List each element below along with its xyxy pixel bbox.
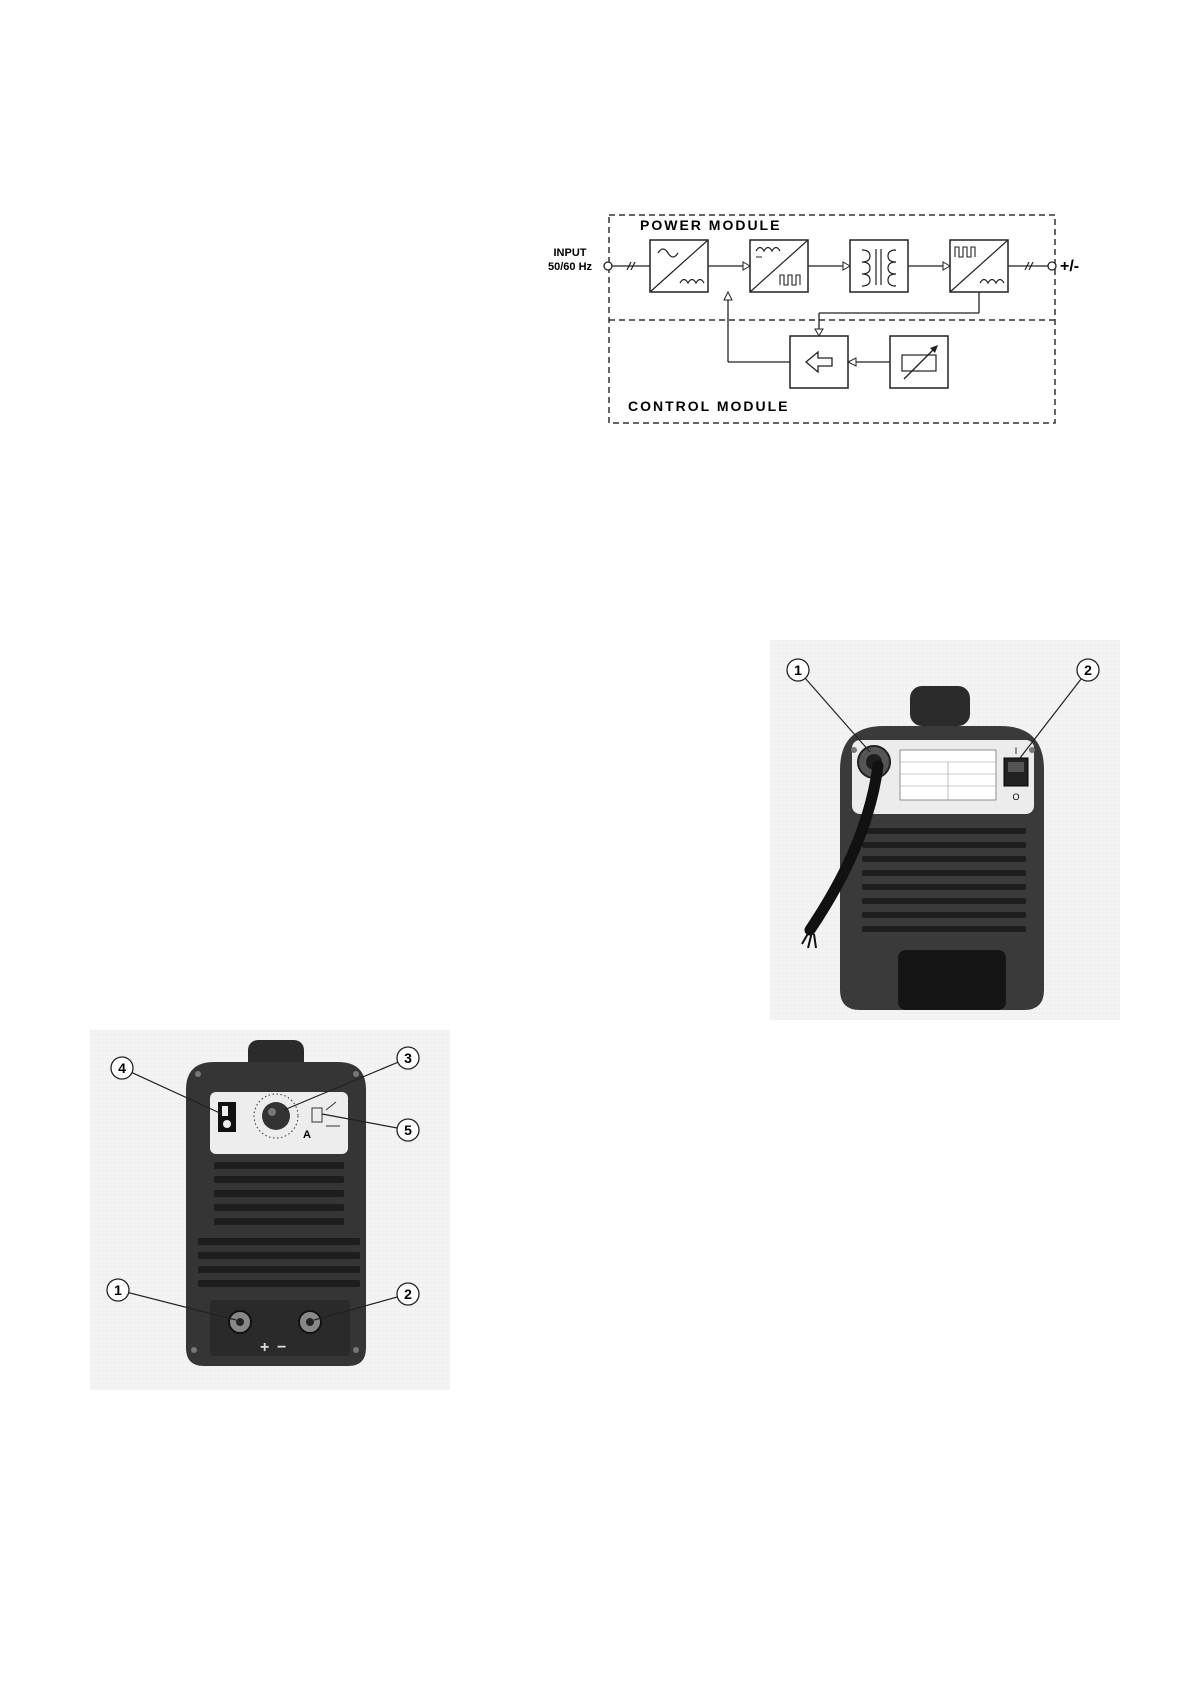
inverter-block: [749, 239, 809, 293]
potentiometer-icon: [903, 346, 937, 380]
front-callout-3: [396, 1046, 420, 1070]
transformer-icon: [861, 249, 871, 287]
power-module-label: POWER MODULE: [640, 217, 781, 233]
front-callout-2: [396, 1282, 420, 1306]
front-callout-1-number: 1: [114, 1282, 122, 1298]
rating-plate: [899, 749, 997, 801]
polarity-plus-label: +: [260, 1339, 269, 1356]
control-module-label: CONTROL MODULE: [628, 398, 790, 414]
rear-callout-1-number: 1: [794, 662, 802, 678]
switch-on-label: I: [1015, 746, 1018, 756]
front-callout-3-number: 3: [404, 1050, 412, 1066]
front-panel-figure: A + − 4 3 5 1 2: [90, 1030, 450, 1390]
block-diagram: POWER MODULE CONTROL MODULE INPUT 50/60 …: [548, 214, 1079, 424]
control-comparator-block: [789, 335, 849, 389]
transformer-block: [849, 239, 909, 293]
rear-panel-figure: I O 1 2: [770, 640, 1120, 1020]
diagram-outer-frame: [608, 214, 1056, 424]
dc-ripple-icon: [679, 278, 705, 285]
power-cable: [804, 760, 884, 936]
rear-callout-2: [1076, 658, 1100, 682]
dial-unit-label: A: [303, 1129, 311, 1141]
output-terminal-icon: [1047, 261, 1057, 271]
pulse-wave-icon: [779, 274, 801, 286]
front-callout-4-number: 4: [118, 1060, 126, 1076]
thermal-alarm-icon: [311, 1101, 340, 1127]
comparator-icon: [804, 350, 833, 374]
rectifier-block: [649, 239, 709, 293]
output-rectifier-block: [949, 239, 1009, 293]
input-terminal-icon: [603, 261, 613, 271]
current-dial[interactable]: [253, 1093, 299, 1139]
current-adjust-block: [889, 335, 949, 389]
front-callout-2-number: 2: [404, 1286, 412, 1302]
front-callout-5: [396, 1118, 420, 1142]
switch-off-label: O: [1012, 792, 1019, 802]
front-callout-5-number: 5: [404, 1122, 412, 1138]
front-callout-4: [110, 1056, 134, 1080]
input-label: INPUT: [554, 247, 587, 259]
polarity-minus-label: −: [277, 1339, 286, 1356]
rear-callout-1: [786, 658, 810, 682]
ac-wave-icon: [657, 248, 679, 258]
carry-handle: [910, 686, 970, 726]
rear-callout-2-number: 2: [1084, 662, 1092, 678]
front-callout-1: [106, 1278, 130, 1302]
input-frequency-label: 50/60 Hz: [548, 261, 593, 273]
output-polarity-label: +/-: [1060, 258, 1079, 275]
